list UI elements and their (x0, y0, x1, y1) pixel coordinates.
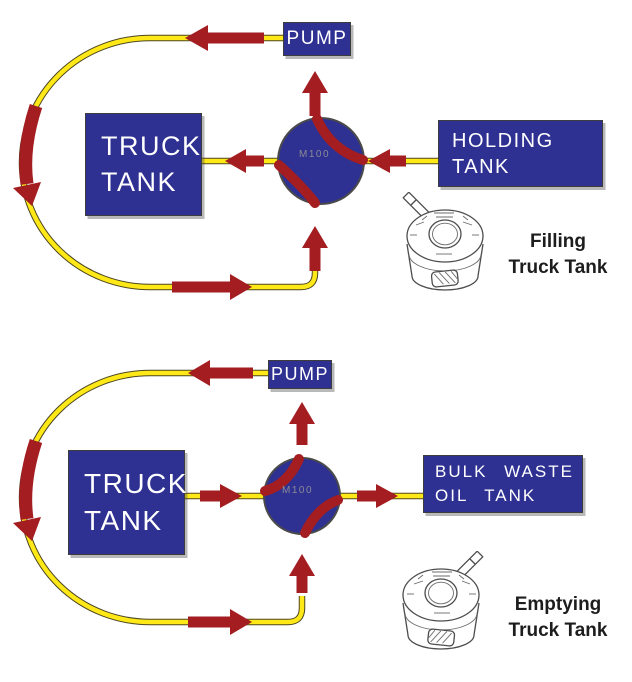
valve-knob-cap (428, 219, 462, 249)
bulk-waste-oil-tank-box: BULK WASTE OIL TANK (423, 455, 583, 513)
caption-filling-line1: Filling (530, 231, 586, 252)
pump-label: PUMP (270, 364, 329, 384)
caption-filling: Filling Truck Tank (494, 229, 622, 281)
holding-tank-line2: TANK (452, 155, 510, 178)
valve-dial-markings (410, 212, 479, 255)
pump-box-filling: PUMP (283, 22, 351, 56)
holding-tank-box: HOLDING TANK (438, 120, 603, 187)
m100-valve-label: M100 (299, 149, 331, 160)
m100-valve-label: M100 (282, 485, 314, 496)
pipe-loop (19, 370, 305, 625)
valve-front-port (430, 269, 459, 288)
arrow-loop-down-head (13, 517, 41, 541)
holding-tank-line1: HOLDING (452, 129, 554, 152)
pump-label: PUMP (286, 28, 348, 49)
arrow-up-into-valve (302, 226, 328, 271)
arrow-truck-to-valve (200, 484, 242, 508)
arrow-valve-to-pump (302, 71, 328, 116)
arrow-loop-bottom-right (172, 274, 252, 300)
valve-channel-left-top (260, 454, 304, 496)
truck-tank-box-emptying: TRUCK TANK (68, 450, 188, 555)
caption-emptying: Emptying Truck Tank (492, 592, 624, 644)
valve-base (411, 275, 479, 291)
valve-channel-left-bottom (274, 160, 320, 208)
valve-knob-illustration-filling (402, 192, 484, 291)
valve-channel-bottom-right (300, 495, 343, 538)
m100-valve-circle (263, 457, 341, 535)
truck-tank-line1: TRUCK (101, 130, 202, 161)
truck-tank-line2: TANK (101, 166, 178, 197)
arrow-loop-down-curve (19, 103, 43, 185)
caption-emptying-line1: Emptying (514, 594, 602, 615)
valve-handle-detail (410, 199, 417, 206)
valve-knob-cap (424, 578, 458, 608)
valve-knob-inner-ring (428, 581, 454, 605)
valve-skirt-right (402, 602, 409, 636)
valve-knob-drawing (402, 192, 484, 291)
valve-base (407, 634, 475, 650)
valve-channel-top-right (312, 114, 368, 165)
valve-knob-illustration-emptying (402, 551, 484, 650)
truck-tank-box-filling: TRUCK TANK (85, 113, 202, 216)
truck-tank-line2: TANK (84, 504, 163, 536)
valve-handle-detail (469, 558, 476, 565)
valve-knob-inner-ring (432, 222, 458, 246)
pipe-loop (19, 35, 318, 290)
arrow-loop-down-curve (19, 438, 43, 520)
bulk-tank-line2: OIL TANK (435, 486, 537, 505)
truck-tank-line1: TRUCK (84, 467, 188, 499)
arrow-pump-out-left (185, 25, 264, 51)
arrow-valve-to-pump (289, 402, 315, 445)
valve-knob-drawing (402, 551, 484, 650)
valve-dial-markings (407, 571, 476, 614)
arrow-loop-bottom-right (188, 609, 252, 635)
valve-skirt-left (406, 243, 413, 277)
arrow-pump-out-left (188, 360, 253, 386)
valve-skirt-left (473, 602, 480, 636)
pump-box-emptying: PUMP (268, 360, 332, 389)
arrow-up-into-valve (289, 554, 315, 593)
caption-emptying-line2: Truck Tank (508, 620, 608, 642)
arrow-holding-to-valve (368, 149, 406, 173)
valve-skirt-right (477, 243, 484, 277)
arrow-loop-down-head (13, 182, 41, 206)
valve-front-port (427, 628, 456, 647)
arrow-valve-to-truck (225, 149, 264, 173)
arrow-valve-to-bulk (357, 484, 398, 508)
bulk-tank-line1: BULK WASTE (435, 462, 574, 482)
caption-filling-line2: Truck Tank (508, 257, 608, 279)
